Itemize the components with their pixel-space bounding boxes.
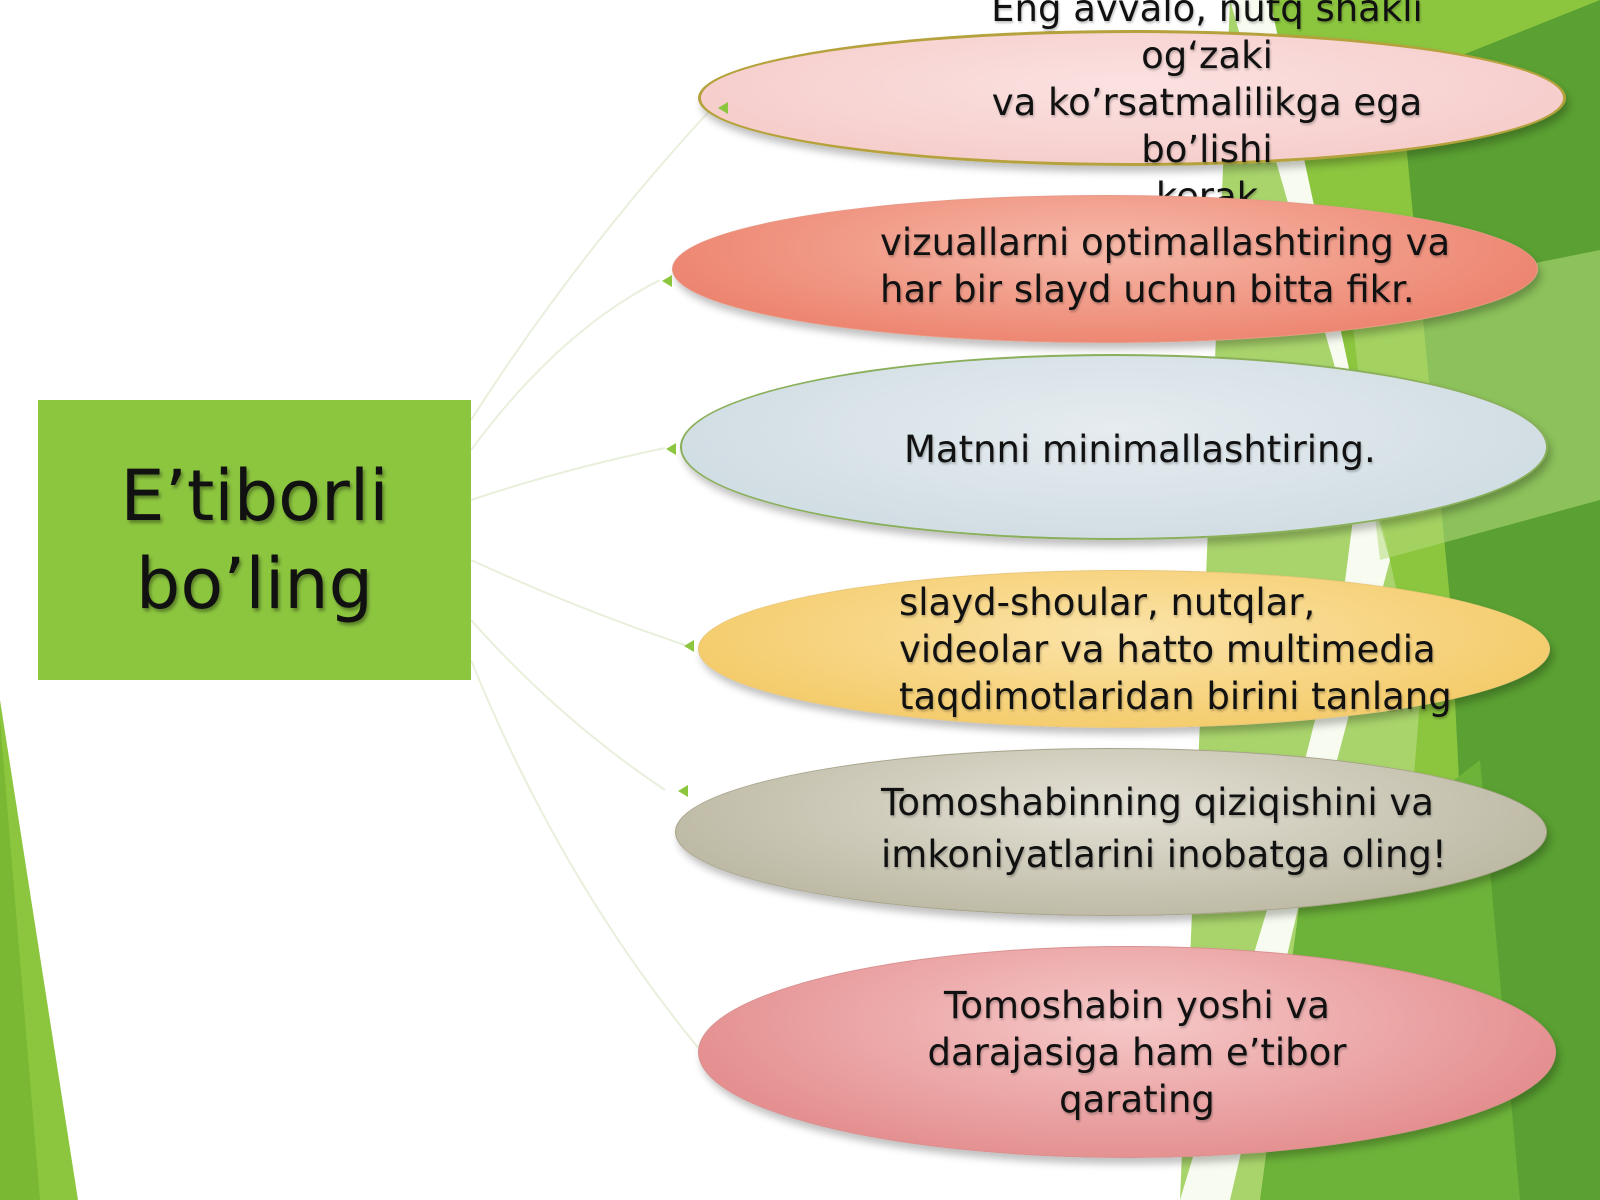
item-text-2: vizuallarni optimallashtiring va har bir… [880,221,1451,311]
item-ellipse-5: Tomoshabinning qiziqishini va imkoniyatl… [675,748,1547,916]
item-ellipse-6: Tomoshabin yoshi va darajasiga ham e’tib… [698,946,1556,1158]
item-text-4: slayd-shoular, nutqlar, videolar va hatt… [899,580,1452,718]
connector-arrow-4 [684,640,694,652]
item-ellipse-2: vizuallarni optimallashtiring va har bir… [672,195,1538,343]
item-text-6: Tomoshabin yoshi va darajasiga ham e’tib… [927,983,1347,1121]
item-text-3: Matnni minimallashtiring. [904,427,1376,471]
item-ellipse-1: Eng avvalo, nutq shakli og‘zaki va ko’rs… [698,0,1566,218]
central-topic-text: E’tiborli bo’ling [120,452,388,628]
connector-arrow-5 [678,785,688,797]
central-topic-line-2: bo’ling [135,543,374,625]
item-text-1: Eng avvalo, nutq shakli og‘zaki va ko’rs… [991,0,1423,218]
left-green-sliver-shade [0,720,40,1200]
connector-lines [470,104,716,1051]
central-topic-line-1: E’tiborli [120,455,389,537]
connector-arrow-2 [662,275,672,287]
connector-arrow-3 [666,443,676,455]
item-ellipse-4: slayd-shoular, nutqlar, videolar va hatt… [698,570,1550,728]
connector-arrow-1 [718,102,728,114]
item-text-5: Tomoshabinning qiziqishini va imkoniyatl… [881,781,1447,876]
item-ellipse-3: Matnni minimallashtiring. [680,354,1548,540]
central-topic-box: E’tiborli bo’ling [38,400,471,680]
